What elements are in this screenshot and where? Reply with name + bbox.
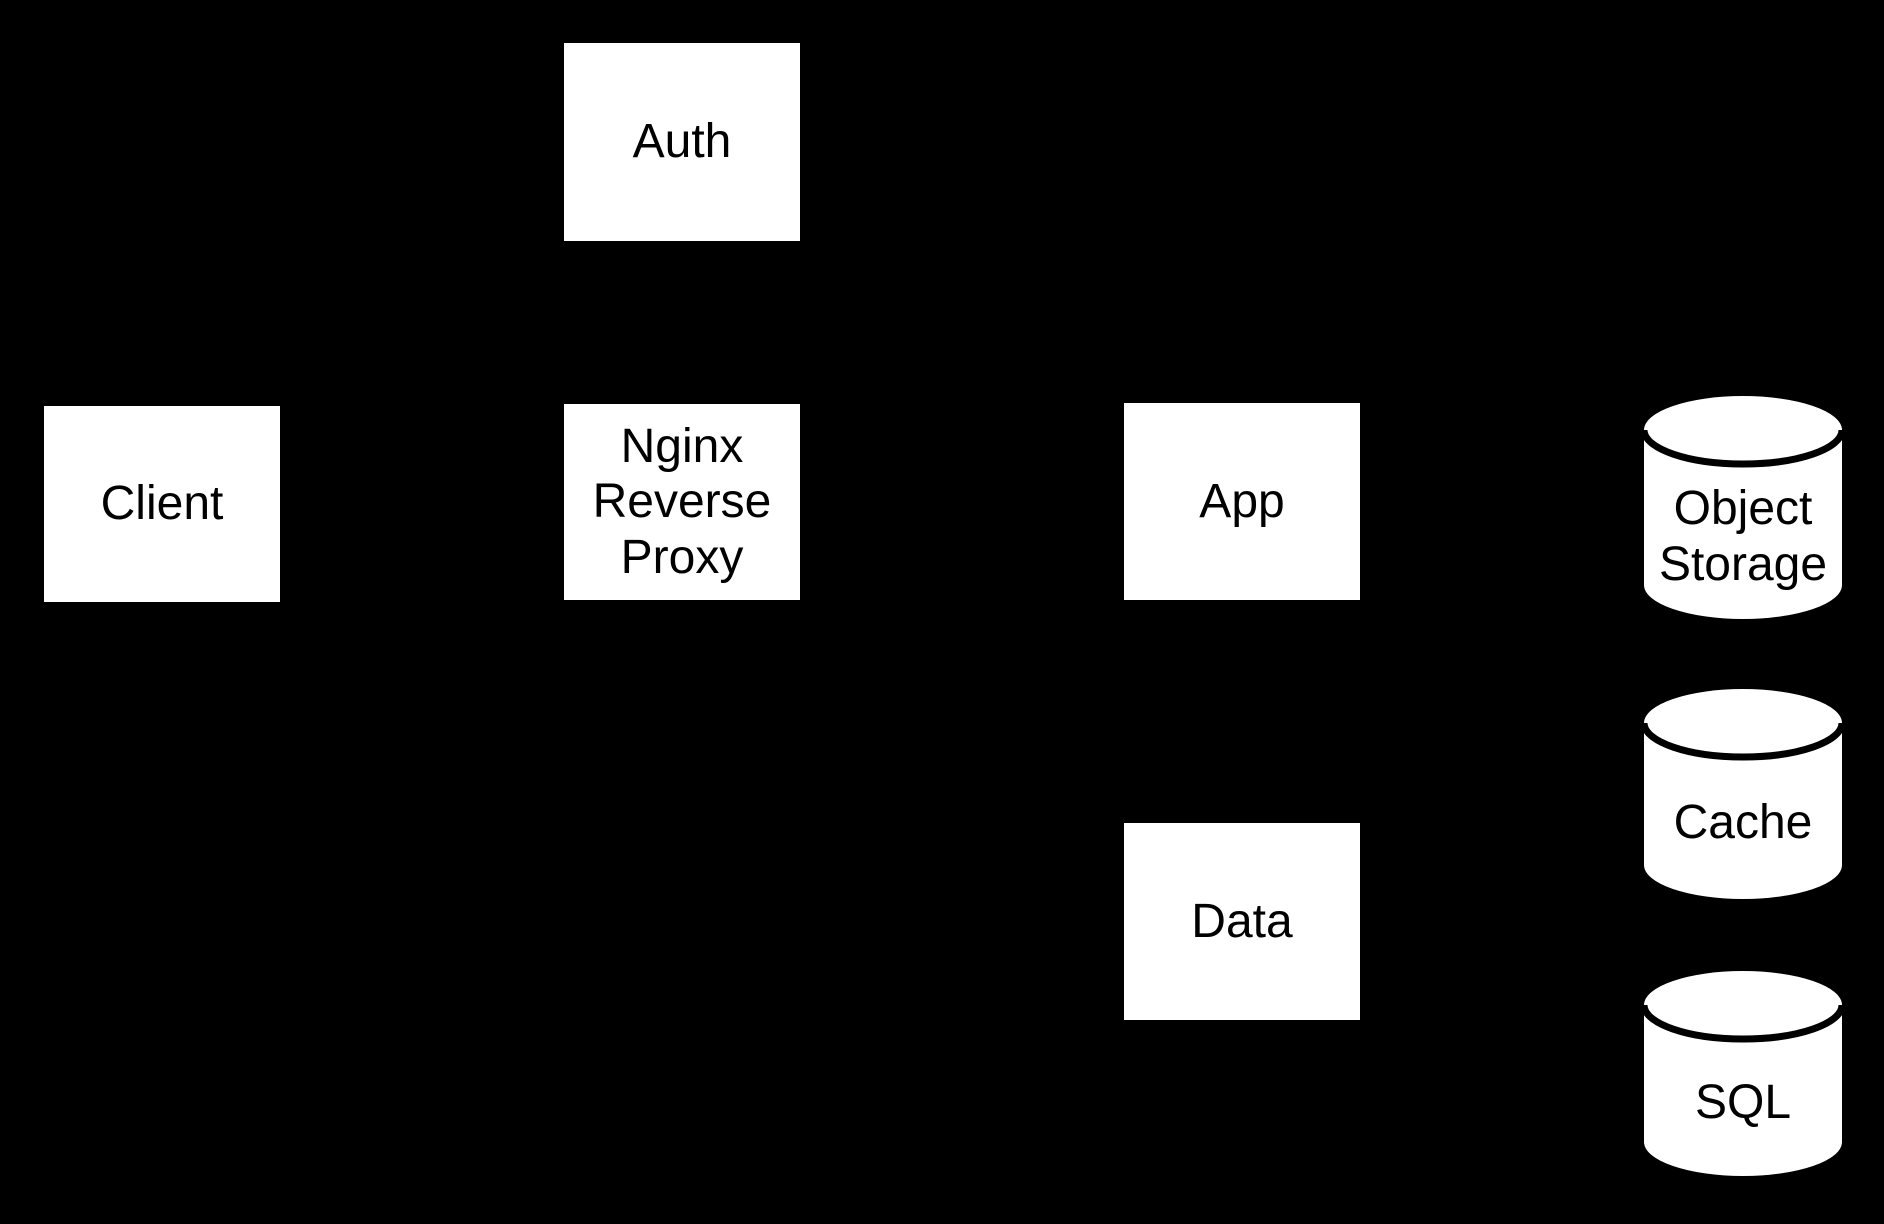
node-cache: Cache <box>1643 688 1843 900</box>
node-auth: Auth <box>564 43 800 241</box>
node-nginx-reverse-proxy-label: Nginx Reverse Proxy <box>592 420 772 584</box>
node-sql-label: SQL <box>1694 1075 1792 1129</box>
node-auth-label: Auth <box>632 115 732 169</box>
node-data-label: Data <box>1191 894 1293 948</box>
database-cylinder-icon <box>1643 971 1843 1176</box>
node-nginx-reverse-proxy: Nginx Reverse Proxy <box>564 404 800 600</box>
node-app: App <box>1124 403 1360 600</box>
node-sql: SQL <box>1643 970 1843 1177</box>
database-cylinder-icon <box>1643 689 1843 899</box>
database-cylinder-icon <box>1643 396 1843 619</box>
node-app-label: App <box>1199 474 1285 528</box>
node-data: Data <box>1124 823 1360 1020</box>
node-cache-label: Cache <box>1673 796 1813 850</box>
node-object-storage: Object Storage <box>1643 395 1843 620</box>
node-object-storage-label: Object Storage <box>1658 482 1828 591</box>
node-client-label: Client <box>100 477 224 531</box>
node-client: Client <box>44 406 280 602</box>
